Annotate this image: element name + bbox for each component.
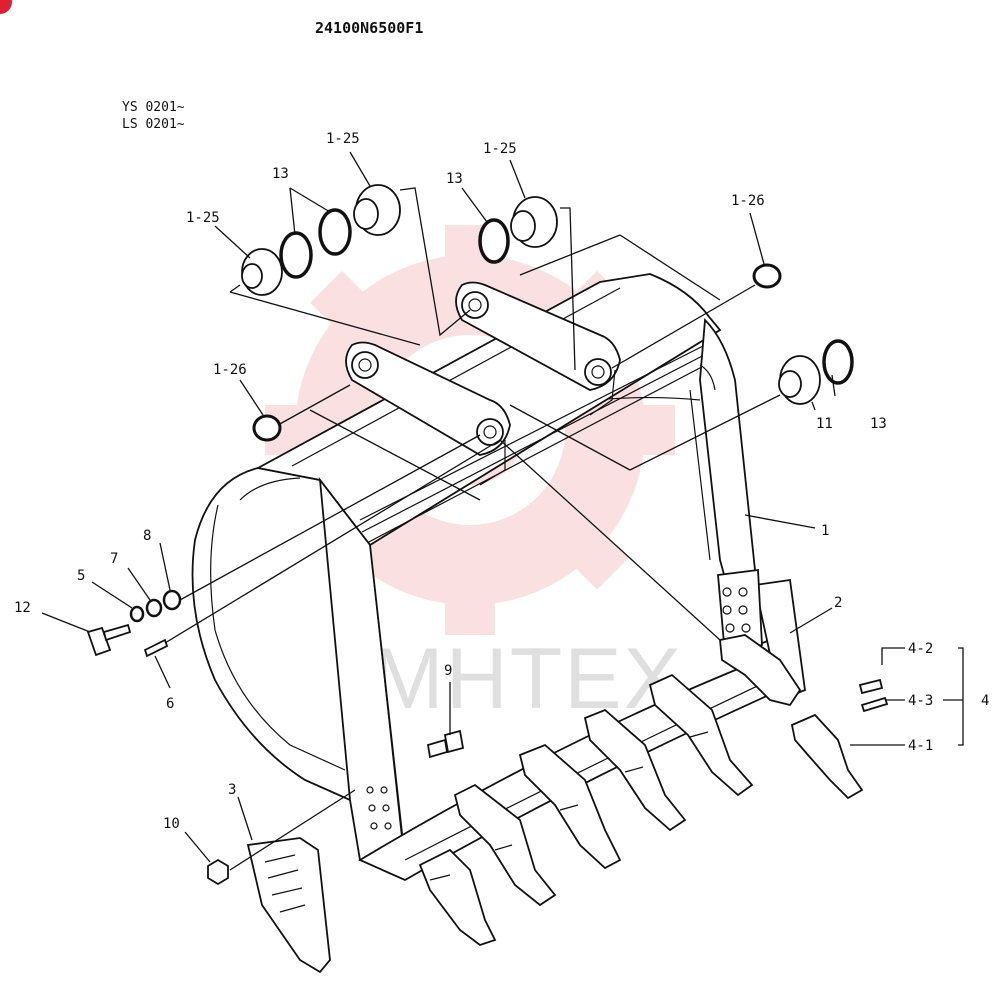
shim-1-26-right [752,263,782,289]
callout-12: 12 [14,600,31,616]
bushing-1-25-mid [353,184,401,236]
callout-1-26-right: 1-26 [731,193,765,209]
bushing-1-25-right [510,196,558,248]
callout-4-1: 4-1 [908,738,933,754]
callout-10: 10 [163,816,180,832]
leader-lines [41,151,964,871]
callout-9: 9 [444,663,452,679]
bolt-12 [86,623,132,657]
bolt-9 [426,729,465,759]
callout-11: 11 [816,416,833,432]
pin-4-2 [858,678,884,695]
callout-1-25-left: 1-25 [186,210,220,226]
o-ring-13-c [478,218,510,264]
serial-range-ls: LS 0201~ [122,117,185,132]
o-ring-13-right [822,339,854,385]
callout-13-right: 13 [870,416,887,432]
callout-1-25-right: 1-25 [483,141,517,157]
lock-4-3 [860,696,889,713]
callout-5: 5 [77,568,85,584]
tooth-4-1 [790,713,864,800]
callout-13-mid: 13 [446,171,463,187]
corner-mark [0,0,12,14]
callout-1: 1 [821,523,829,539]
callout-1-25-mid: 1-25 [326,131,360,147]
callout-4-3: 4-3 [908,693,933,709]
bucket-teeth [418,634,802,947]
bushing-1-25-left [241,248,283,296]
nut-10 [207,858,229,886]
o-ring-13-b [318,208,352,256]
washer-8 [162,589,182,611]
shim-1-26-left [252,414,282,442]
serial-range-ys: YS 0201~ [122,100,185,115]
bushing-11 [778,355,821,405]
callout-3: 3 [228,782,236,798]
callout-4-2: 4-2 [908,641,933,657]
side-cutter-3 [246,837,331,974]
callout-1-26-left: 1-26 [213,362,247,378]
washer-7 [145,598,163,618]
watermark-text: МНТЕХ [372,631,683,727]
callout-2: 2 [834,595,842,611]
callout-6: 6 [166,696,174,712]
o-ring-13-a [279,231,313,279]
callout-8: 8 [143,528,151,544]
callout-13-left: 13 [272,166,289,182]
pin-6 [143,638,169,658]
callout-labels: 1-25 13 1-25 13 1-25 1-26 1-26 11 13 1 2… [14,131,989,832]
callout-7: 7 [110,551,118,567]
drawing-number: 24100N6500F1 [315,19,423,37]
washer-5 [129,605,145,623]
callout-4: 4 [981,693,989,709]
